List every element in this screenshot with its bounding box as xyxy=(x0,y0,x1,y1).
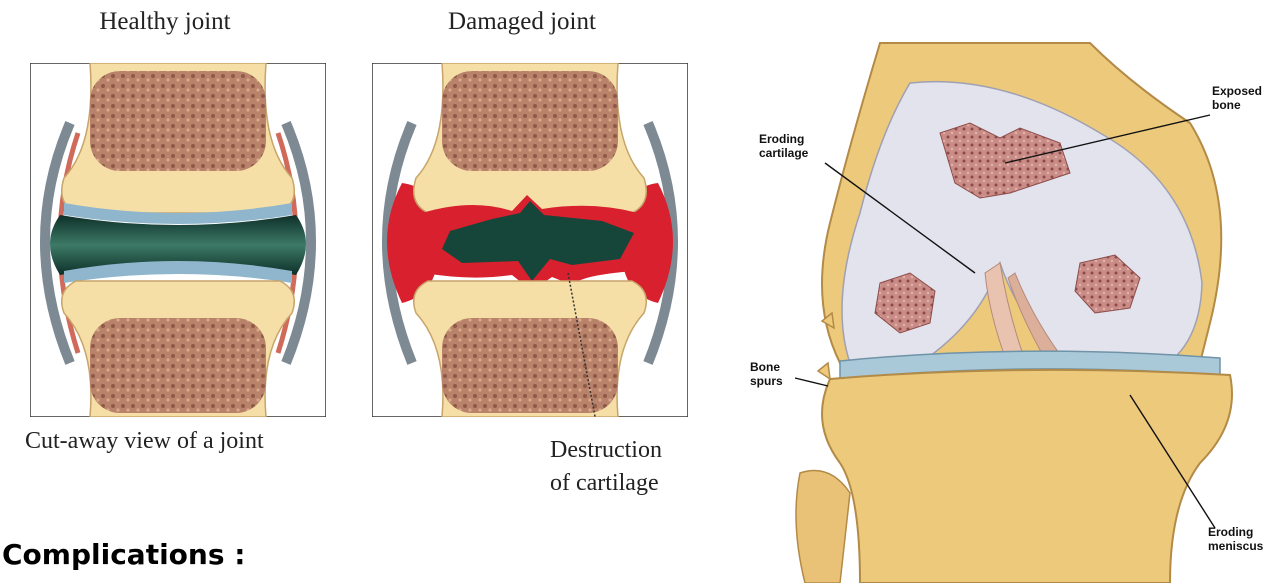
label-eroding-cartilage-line2: cartilage xyxy=(759,146,808,160)
damaged-joint-caption-line2: of cartilage xyxy=(550,470,659,497)
healthy-joint-title: Healthy joint xyxy=(15,8,315,36)
label-exposed-bone-line1: Exposed xyxy=(1212,84,1262,98)
complications-heading: Complications : xyxy=(2,538,245,571)
label-eroding-meniscus-line1: Eroding xyxy=(1208,525,1253,539)
label-bone-spurs-line2: spurs xyxy=(750,374,783,388)
label-eroding-cartilage-line1: Eroding xyxy=(759,132,804,146)
label-bone-spurs-line1: Bone xyxy=(750,360,780,374)
knee-illustration xyxy=(770,23,1270,583)
damaged-joint-illustration xyxy=(372,63,688,417)
label-eroding-meniscus-line2: meniscus xyxy=(1208,539,1263,553)
healthy-joint-caption: Cut-away view of a joint xyxy=(25,428,264,455)
label-exposed-bone-line2: bone xyxy=(1212,98,1241,112)
damaged-joint-title: Damaged joint xyxy=(372,8,672,36)
damaged-joint-caption-line1: Destruction xyxy=(550,437,662,464)
healthy-joint-illustration xyxy=(30,63,326,417)
